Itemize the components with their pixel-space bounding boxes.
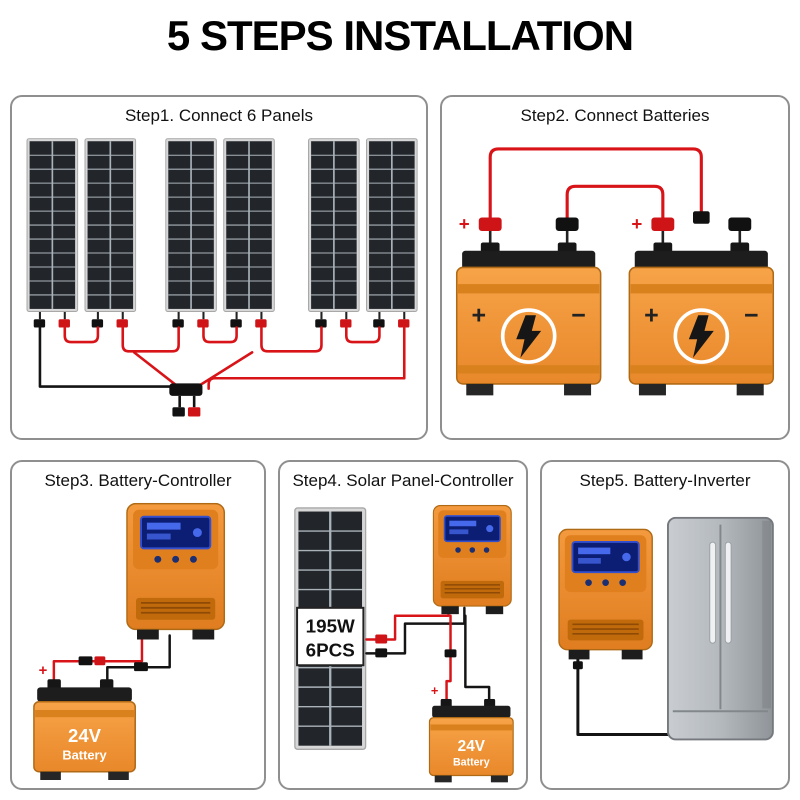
wire-red bbox=[132, 351, 178, 387]
connector-icon bbox=[172, 319, 184, 328]
connector-icon bbox=[693, 211, 710, 224]
plus-mark: + bbox=[39, 663, 48, 679]
step3-panel: Step3. Battery-Controller + bbox=[10, 460, 266, 790]
panel-connectors bbox=[33, 312, 410, 328]
wire-black bbox=[464, 614, 491, 701]
solar-panel-array bbox=[26, 138, 418, 313]
connector-icon bbox=[444, 649, 457, 658]
connector-icon bbox=[58, 319, 70, 328]
connector-icon bbox=[375, 648, 388, 658]
connector-icon bbox=[398, 319, 410, 328]
plus-mark: + bbox=[631, 213, 642, 234]
page-title: 5 STEPS INSTALLATION bbox=[166, 12, 634, 59]
step3-title: Step3. Battery-Controller bbox=[44, 471, 232, 490]
step5-title: Step5. Battery-Inverter bbox=[579, 471, 751, 490]
step1-panel: Step1. Connect 6 Panels bbox=[10, 95, 428, 440]
wiring bbox=[38, 326, 406, 390]
controller-icon bbox=[126, 502, 226, 641]
wire-red bbox=[198, 351, 254, 387]
connector-stems bbox=[488, 231, 742, 243]
step2-panel: Step2. Connect Batteries + + bbox=[440, 95, 790, 440]
connector-icon bbox=[340, 319, 352, 328]
step5-diagram bbox=[558, 516, 774, 741]
connector-icon bbox=[116, 319, 128, 328]
wire-red bbox=[121, 326, 180, 353]
connector-icon bbox=[187, 407, 201, 417]
wire-red bbox=[345, 326, 381, 344]
panel-spec-label: 195W 6PCS bbox=[296, 606, 365, 667]
step3-diagram: + bbox=[33, 502, 226, 781]
connector-icon bbox=[315, 319, 327, 328]
battery-24v-icon bbox=[428, 698, 514, 783]
wire-red bbox=[202, 326, 238, 344]
connector-icon bbox=[375, 634, 388, 644]
wire-black bbox=[38, 326, 171, 388]
step5-panel: Step5. Battery-Inverter bbox=[540, 460, 790, 790]
step2-title: Step2. Connect Batteries bbox=[520, 106, 710, 125]
step4-title: Step4. Solar Panel-Controller bbox=[292, 471, 514, 490]
wire-red bbox=[488, 147, 703, 220]
connector-icon bbox=[255, 319, 267, 328]
connector-icon bbox=[94, 656, 106, 666]
connector-icon bbox=[172, 407, 185, 417]
connector-icon bbox=[373, 319, 385, 328]
connector-icon bbox=[33, 319, 46, 328]
step1-title: Step1. Connect 6 Panels bbox=[124, 106, 314, 125]
connector-icon bbox=[555, 217, 579, 232]
connector-icon bbox=[230, 319, 242, 328]
controller-icon bbox=[432, 504, 512, 615]
connector-icon bbox=[478, 217, 502, 232]
battery-icon bbox=[628, 242, 775, 398]
step4-panel: Step4. Solar Panel-Controller 195W 6PCS … bbox=[278, 460, 528, 790]
wiring bbox=[52, 634, 171, 681]
fridge-icon bbox=[666, 516, 774, 741]
plus-mark: + bbox=[459, 213, 470, 234]
wire-red bbox=[565, 184, 665, 220]
wire-red bbox=[63, 326, 100, 344]
step4-diagram: 195W 6PCS + bbox=[294, 504, 514, 783]
wiring bbox=[488, 147, 703, 220]
step2-diagram: + + bbox=[455, 147, 775, 398]
junction-connector bbox=[169, 383, 203, 417]
battery-terminals: + + bbox=[459, 213, 752, 234]
connector-stems bbox=[38, 312, 406, 320]
wire-black bbox=[106, 634, 171, 681]
connector-icon bbox=[728, 217, 752, 232]
connector-icon bbox=[651, 217, 675, 232]
battery-24v-icon bbox=[33, 679, 136, 781]
connector-icon bbox=[197, 319, 209, 328]
wire-red bbox=[207, 326, 406, 390]
panel-qty-label: 6PCS bbox=[306, 639, 355, 660]
connector-icon bbox=[572, 661, 583, 670]
step1-diagram bbox=[26, 138, 418, 417]
connector-icon bbox=[91, 319, 104, 328]
battery-icon bbox=[455, 242, 602, 398]
wire-red bbox=[445, 614, 452, 701]
connector-icon bbox=[78, 656, 93, 666]
inverter-icon bbox=[558, 528, 654, 661]
panel-power-label: 195W bbox=[306, 616, 355, 637]
wire-red bbox=[260, 326, 323, 353]
plus-mark: + bbox=[431, 683, 439, 698]
connector-icon bbox=[134, 662, 148, 672]
